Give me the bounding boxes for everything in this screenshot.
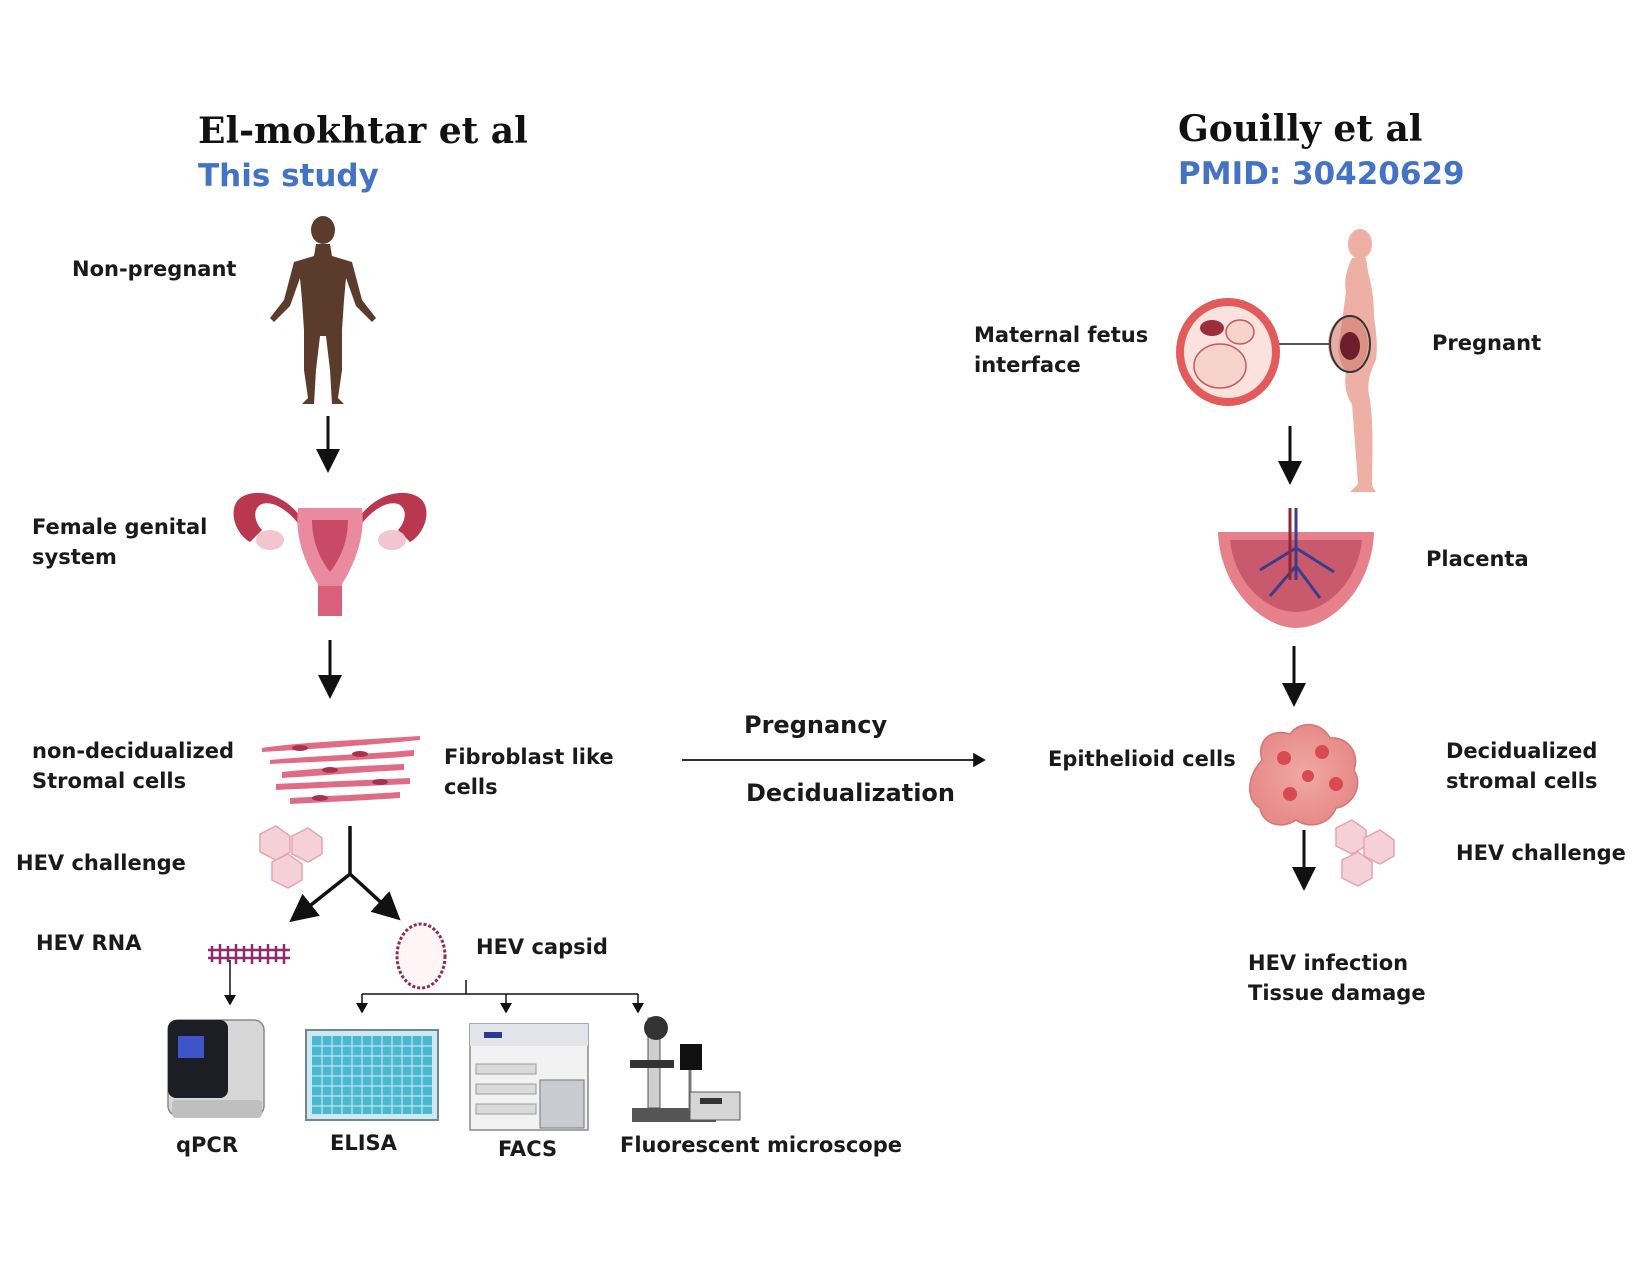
label-placenta: Placenta [1426, 547, 1529, 571]
label-hev-capsid: HEV capsid [476, 935, 608, 959]
hev-virus-icon [1335, 819, 1395, 887]
label-decidualized-line1: Decidualized [1446, 739, 1598, 763]
label-tissue-damage-line2: Tissue damage [1248, 981, 1426, 1005]
label-non-decidualized-line1: non-decidualized [32, 739, 235, 763]
woman-silhouette-icon [270, 216, 376, 404]
label-facs: FACS [498, 1137, 558, 1161]
label-hev-infection: HEV infection Tissue damage [1248, 948, 1426, 1008]
placenta-icon [1218, 508, 1374, 628]
right-subtitle: PMID: 30420629 [1178, 156, 1465, 192]
uterus-icon [233, 492, 427, 616]
label-maternal-line2: interface [974, 353, 1081, 377]
instrument-arrows [224, 960, 644, 1014]
label-hev-infection-line1: HEV infection [1248, 951, 1409, 975]
fetus-dot [1340, 332, 1360, 360]
label-female-genital-line2: system [32, 545, 117, 569]
label-non-decidualized: non-decidualized Stromal cells [32, 736, 234, 796]
label-decidualization: Decidualization [746, 779, 956, 807]
label-decidualized-line2: stromal cells [1446, 769, 1598, 793]
elisa-plate-icon [305, 1029, 439, 1121]
hev-virus-icon [259, 825, 323, 889]
label-female-genital-system: Female genital system [32, 512, 207, 572]
fibroblast-cells-icon [262, 736, 420, 804]
label-non-pregnant: Non-pregnant [72, 257, 237, 281]
label-hev-rna: HEV RNA [36, 931, 142, 955]
microscope-icon [630, 1016, 741, 1122]
label-fibroblast: Fibroblast like cells [444, 742, 614, 802]
label-fluorescent-microscope: Fluorescent microscope [620, 1133, 902, 1157]
pregnant-woman-icon [1328, 229, 1377, 492]
label-hev-challenge-right: HEV challenge [1456, 841, 1626, 865]
right-title: Gouilly et al [1178, 108, 1423, 150]
label-fibroblast-line1: Fibroblast like [444, 745, 614, 769]
label-elisa: ELISA [330, 1131, 397, 1155]
label-pregnancy: Pregnancy [744, 711, 888, 739]
label-qpcr: qPCR [176, 1133, 239, 1157]
label-non-decidualized-line2: Stromal cells [32, 769, 187, 793]
womb-fetus-icon [1176, 298, 1280, 406]
qpcr-machine-icon [167, 1019, 265, 1118]
branch-arrows [289, 826, 401, 923]
left-subtitle: This study [198, 158, 379, 194]
label-maternal-line1: Maternal fetus [974, 323, 1149, 347]
decidual-cells-icon [1249, 724, 1359, 826]
capsid-icon [395, 922, 447, 990]
label-epithelioid-cells: Epithelioid cells [1048, 747, 1236, 771]
label-female-genital-line1: Female genital [32, 515, 208, 539]
label-hev-challenge-left: HEV challenge [16, 851, 186, 875]
label-decidualized-stromal: Decidualized stromal cells [1446, 736, 1597, 796]
rna-strand-icon [208, 944, 290, 964]
facs-machine-icon [469, 1023, 589, 1131]
label-fibroblast-line2: cells [444, 775, 498, 799]
label-maternal-fetus-interface: Maternal fetus interface [974, 320, 1148, 380]
label-pregnant: Pregnant [1432, 331, 1542, 355]
left-title: El-mokhtar et al [198, 110, 528, 152]
